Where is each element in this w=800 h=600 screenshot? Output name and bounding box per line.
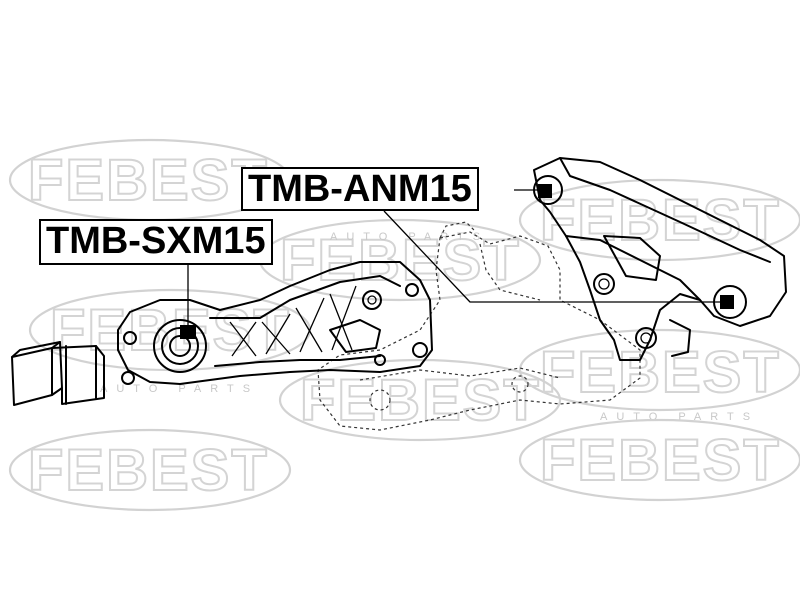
watermark-center-low: FEBEST [278,358,562,442]
watermark-brand: FEBEST [28,438,269,503]
watermark-top-right: FEBEST [518,178,800,262]
watermark-brand: FEBEST [540,188,781,253]
watermark-brand: FEBEST [540,340,781,405]
watermark-sub: AUTO PARTS [100,383,259,395]
rubber-block-mount [11,341,105,406]
sxm15-bushing-marker [180,325,196,339]
anm15-front-marker [538,184,552,198]
watermark-brand: FEBEST [300,368,541,433]
rear-mount-bracket [117,261,433,385]
watermark-brand: FEBEST [540,428,781,493]
watermark-bottom-left: FEBEST [8,428,292,512]
part-label-tmb-anm15: TMB-ANM15 [241,167,479,211]
anm15-leader-rear [383,210,722,303]
watermark-mid-right: FEBEST AUTO PARTS [518,328,800,423]
transmission-outline [317,221,641,431]
anm15-rear-marker [720,295,734,309]
part-label-tmb-sxm15: TMB-SXM15 [39,219,273,265]
watermark-brand: FEBEST [28,148,269,213]
upper-mount-arm [533,157,787,361]
watermark-sub: AUTO PARTS [330,231,489,243]
watermark-bottom-right: FEBEST [518,418,800,502]
